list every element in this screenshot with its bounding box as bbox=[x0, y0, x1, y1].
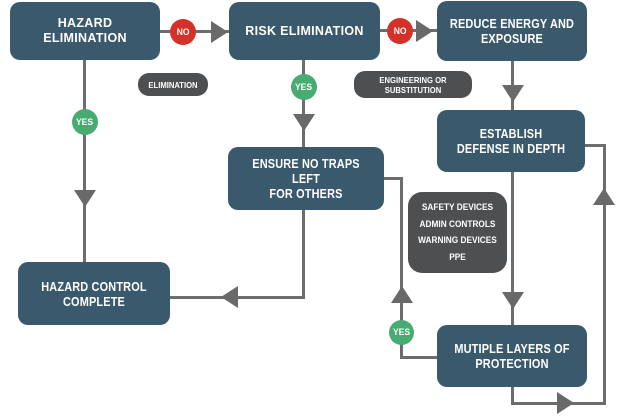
node-hazard-elimination: HAZARD ELIMINATION bbox=[10, 2, 160, 60]
arrowhead-up-to-ensure-icon bbox=[391, 286, 413, 303]
badge-no-hazard: NO bbox=[170, 19, 196, 45]
arrowhead-to-reduce-icon bbox=[416, 20, 433, 42]
pill-label: SUBSTITUTION bbox=[384, 84, 442, 95]
node-establish-defense-in-depth: ESTABLISH DEFENSE IN DEPTH bbox=[437, 110, 585, 172]
list-item: SAFETY DEVICES bbox=[421, 201, 494, 212]
connector-into-ensure-horizontal bbox=[382, 177, 402, 180]
arrowhead-up-right-loop-icon bbox=[593, 188, 615, 205]
connector-risk-to-ensure bbox=[302, 58, 305, 149]
badge-label: NO bbox=[176, 26, 190, 38]
node-label: PROTECTION bbox=[475, 356, 549, 371]
connector-hazard-to-complete bbox=[83, 58, 86, 264]
node-label: DEFENSE IN DEPTH bbox=[456, 141, 566, 156]
arrowhead-to-risk-icon bbox=[211, 21, 228, 43]
arrowhead-left-to-complete-icon bbox=[221, 286, 238, 308]
node-label: EXPOSURE bbox=[480, 31, 544, 46]
list-item: ADMIN CONTROLS bbox=[419, 218, 496, 229]
connector-ensure-down bbox=[302, 208, 305, 299]
node-risk-elimination: RISK ELIMINATION bbox=[229, 2, 380, 60]
arrowhead-bottom-right-icon bbox=[557, 392, 574, 414]
node-label: FOR OTHERS bbox=[269, 186, 343, 201]
badge-yes-risk: YES bbox=[291, 74, 317, 100]
node-multiple-layers-protection: MUTIPLE LAYERS OF PROTECTION bbox=[437, 325, 587, 387]
node-label: HAZARD CONTROL bbox=[41, 278, 147, 294]
pill-label: ELIMINATION bbox=[148, 79, 198, 90]
connector-multiple-to-ensure-vertical bbox=[400, 177, 403, 359]
connector-into-establish-right bbox=[583, 144, 605, 147]
node-hazard-control-complete: HAZARD CONTROL COMPLETE bbox=[18, 262, 170, 325]
pill-label: ENGINEERING OR bbox=[379, 74, 447, 85]
badge-yes-multiple-layers: YES bbox=[389, 320, 414, 345]
badge-label: YES bbox=[295, 81, 313, 93]
connector-right-vertical bbox=[603, 144, 606, 405]
node-ensure-no-traps: ENSURE NO TRAPS LEFT FOR OTHERS bbox=[228, 147, 384, 210]
node-label: HAZARD bbox=[57, 16, 113, 30]
node-label: ENSURE NO TRAPS LEFT bbox=[252, 156, 360, 186]
node-label: COMPLETE bbox=[62, 293, 126, 309]
node-label: RISK ELIMINATION bbox=[245, 23, 364, 38]
connector-multiple-left-horizontal bbox=[402, 356, 439, 359]
arrowhead-to-ensure-icon bbox=[293, 114, 315, 131]
pill-elimination: ELIMINATION bbox=[138, 73, 208, 96]
badge-label: YES bbox=[392, 327, 411, 338]
arrowhead-to-complete-icon bbox=[74, 190, 96, 207]
connector-multiple-bottom-stub bbox=[511, 385, 514, 405]
badge-label: NO bbox=[393, 25, 407, 37]
node-label: ESTABLISH bbox=[479, 126, 543, 141]
node-label: REDUCE ENERGY AND bbox=[449, 16, 575, 31]
arrowhead-to-multiple-icon bbox=[502, 292, 524, 309]
badge-label: YES bbox=[76, 116, 94, 128]
connector-establish-to-multiple bbox=[511, 170, 514, 327]
node-label: ELIMINATION bbox=[43, 31, 127, 45]
list-item: WARNING DEVICES bbox=[418, 235, 497, 246]
node-label: MUTIPLE LAYERS OF bbox=[454, 341, 570, 356]
pill-engineering-or-substitution: ENGINEERING OR SUBSTITUTION bbox=[354, 71, 472, 98]
arrowhead-to-establish-icon bbox=[502, 85, 524, 102]
node-reduce-energy-exposure: REDUCE ENERGY AND EXPOSURE bbox=[437, 1, 587, 61]
pill-safety-controls-list: SAFETY DEVICES ADMIN CONTROLS WARNING DE… bbox=[408, 192, 507, 273]
list-item: PPE bbox=[449, 252, 466, 263]
connector-hazard-to-risk bbox=[158, 30, 235, 33]
badge-yes-hazard: YES bbox=[72, 109, 98, 135]
badge-no-risk: NO bbox=[387, 18, 413, 44]
